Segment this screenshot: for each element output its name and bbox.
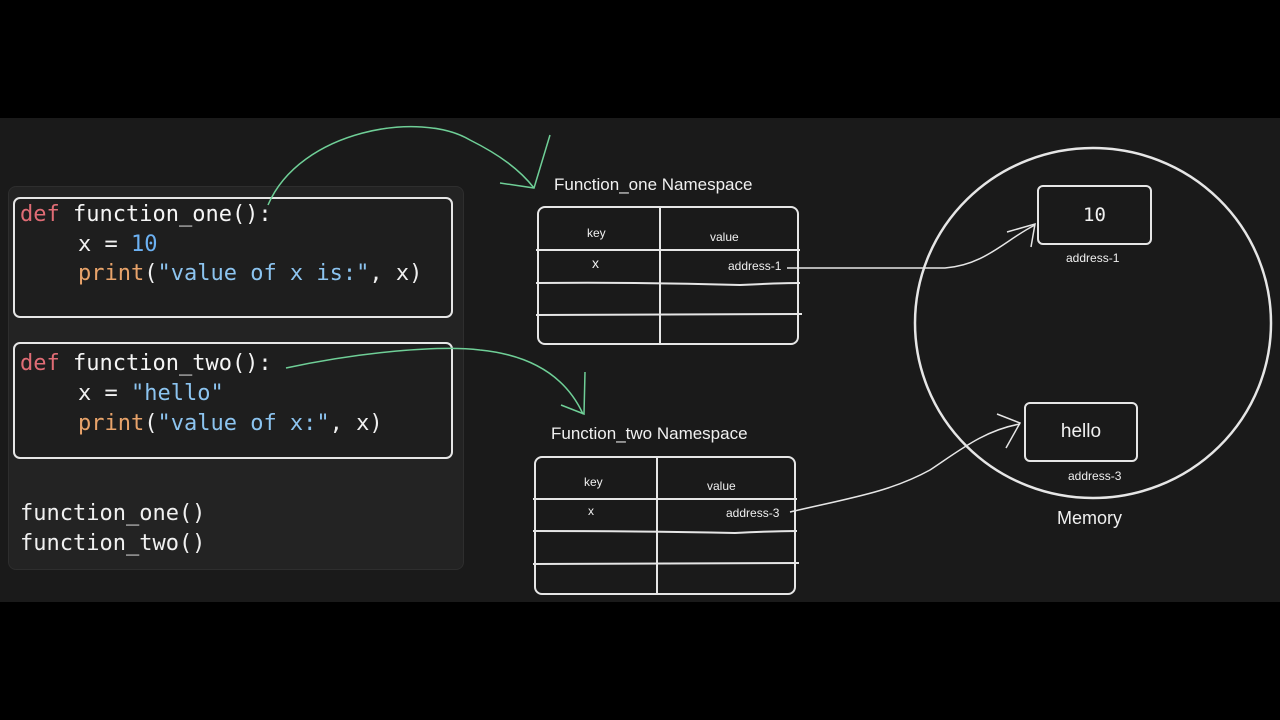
memory-address-3: address-3 xyxy=(1068,469,1122,483)
def-keyword: def xyxy=(20,202,60,227)
number-literal: 10 xyxy=(130,232,158,257)
ns2-header-key: key xyxy=(584,475,603,489)
ns2-header-value: value xyxy=(707,479,736,493)
memory-label: Memory xyxy=(1057,508,1123,528)
memory-object-10: 10 xyxy=(1037,185,1152,245)
ns2-row-key: x xyxy=(588,504,594,518)
ns2-row-value: address-3 xyxy=(726,506,780,520)
function-one-def-line: def function_one(): xyxy=(20,202,272,227)
function-one-namespace-title: Function_one Namespace xyxy=(554,175,753,194)
function-two-print-line: print("value of x:", x) xyxy=(78,411,383,436)
function-two-namespace-table xyxy=(534,456,796,595)
function-one-namespace-table xyxy=(537,206,799,345)
string-literal: "hello" xyxy=(130,381,224,406)
call-function-two: function_two() xyxy=(20,531,206,556)
function-two-def-line: def function_two(): xyxy=(20,351,272,376)
ns1-header-value: value xyxy=(710,230,739,244)
function-one-print-line: print("value of x is:", x) xyxy=(78,261,423,286)
function-two-assign-line: x = "hello" xyxy=(78,381,224,406)
ns1-row-value: address-1 xyxy=(728,259,782,273)
memory-object-hello: hello xyxy=(1024,402,1138,462)
ns1-header-key: key xyxy=(587,226,606,240)
function-one-block xyxy=(13,197,453,318)
function-two-namespace-title: Function_two Namespace xyxy=(551,424,748,443)
def-keyword: def xyxy=(20,351,60,376)
memory-address-1: address-1 xyxy=(1066,251,1120,265)
call-function-one: function_one() xyxy=(20,501,206,526)
function-one-assign-line: x = 10 xyxy=(78,232,158,257)
ns1-row-key: x xyxy=(592,255,599,271)
